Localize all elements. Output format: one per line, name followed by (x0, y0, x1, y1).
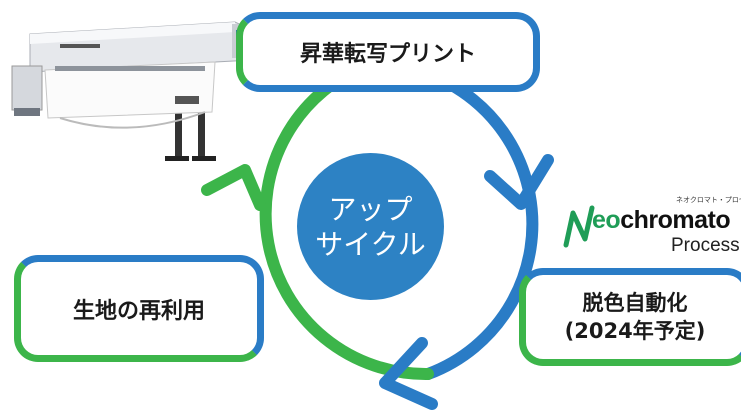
step-label-fabric-reuse: 生地の再利用 (72, 298, 205, 324)
logo-kana: ネオクロマト・プロセス (676, 196, 741, 204)
center-label-line1: アップ (328, 192, 413, 226)
step-label-sublimation-print: 昇華転写プリント (299, 42, 476, 67)
logo-wordmark: eochromato (592, 206, 731, 235)
neochromato-n-mark-icon (563, 205, 595, 248)
center-label-line2: サイクル (315, 227, 426, 261)
arrowhead-bottom (379, 337, 438, 410)
cycle-arc-green (259, 58, 434, 381)
logo-process: Process (671, 235, 740, 256)
logo-wordmark-chromato: chromato (620, 206, 731, 234)
neochromato-logo: ネオクロマト・プロセス eochromato Process (561, 195, 741, 277)
arrowhead-right (484, 154, 554, 210)
logo-wordmark-eo: eo (592, 206, 621, 234)
step-box-sublimation-print: 昇華転写プリント (236, 12, 540, 92)
step-label-decolor-date: (2024年予定) (564, 319, 706, 343)
step-label-decolor: 脱色自動化 (582, 290, 688, 315)
arrowhead-left (201, 164, 266, 211)
step-box-fabric-reuse: 生地の再利用 (14, 255, 264, 362)
center-circle-upcycle: アップ サイクル (297, 153, 444, 300)
printer-image (11, 21, 253, 161)
step-box-decolor: 脱色自動化 (2024年予定) (519, 268, 741, 366)
